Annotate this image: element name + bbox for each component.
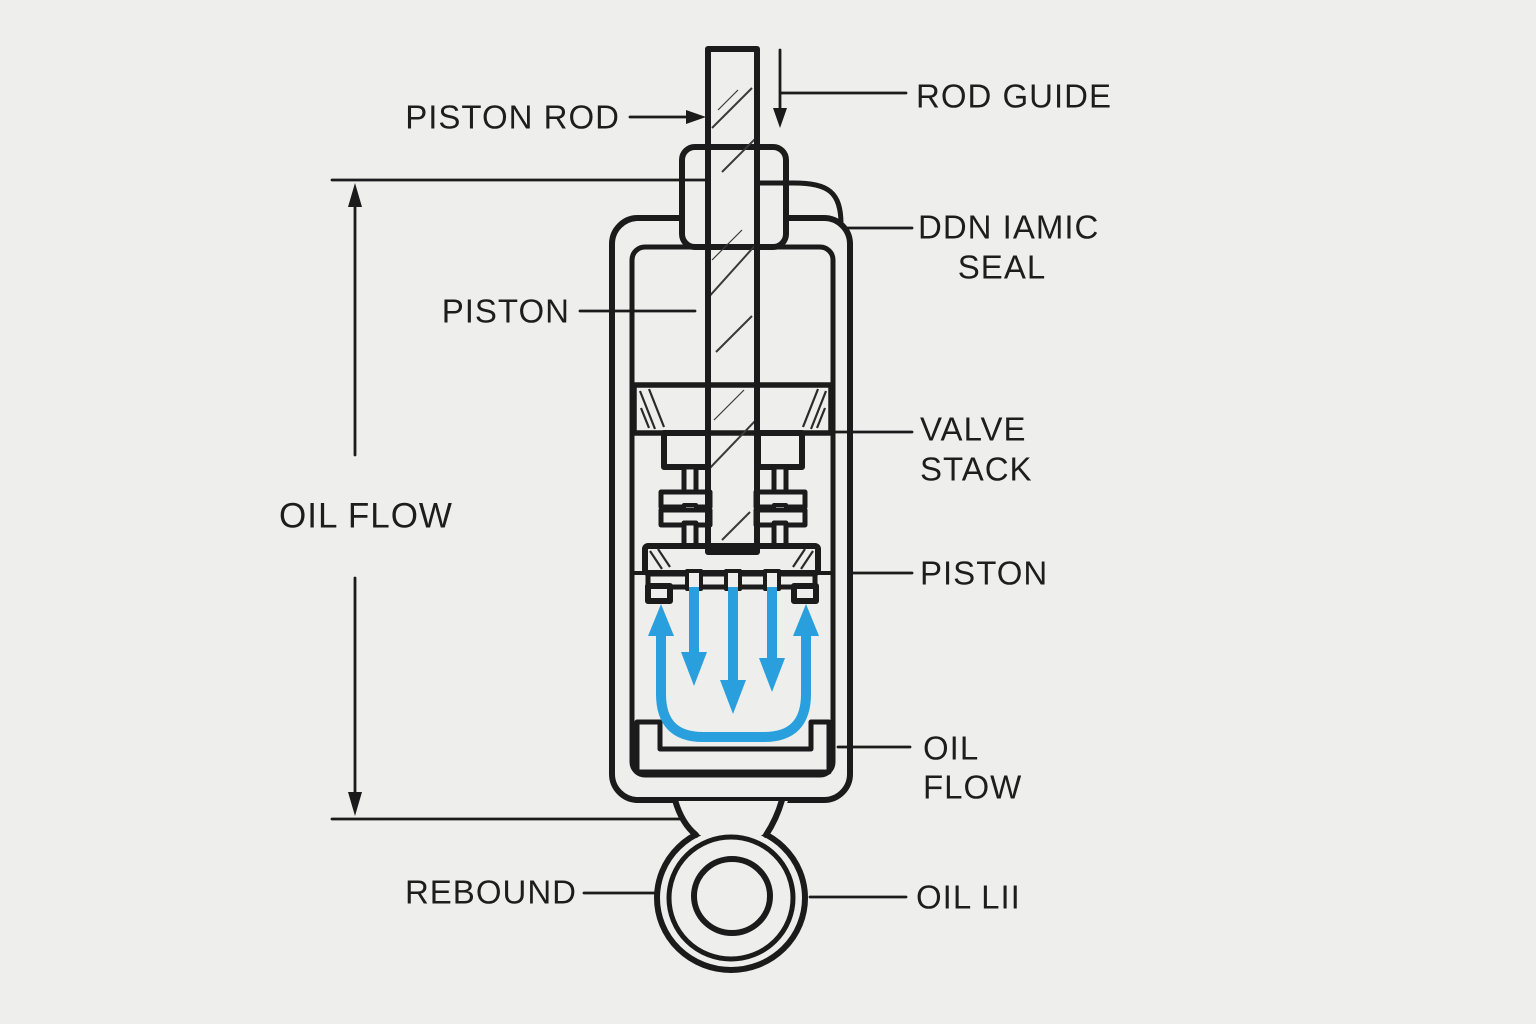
- flow-slot-1: [685, 569, 703, 591]
- oil-flow-dimension-label: OIL FLOW: [279, 497, 453, 536]
- rod-guide-arrow-icon: [773, 108, 787, 128]
- piston-plate-hatch-ticks: [649, 548, 814, 570]
- oil-flow-arrows: [648, 587, 819, 742]
- piston-rod-group: [705, 46, 760, 555]
- upper-block: [631, 382, 834, 436]
- eyelet-middle-ring: [666, 834, 796, 962]
- piston-lower-label: PISTON: [920, 555, 1048, 592]
- valve-stack-label-line1: VALVE: [920, 411, 1027, 448]
- up-arrow-right-icon: [793, 604, 819, 636]
- lower-stem-right: [771, 520, 789, 549]
- piston-rod-label: PISTON ROD: [405, 99, 620, 136]
- valve-stem-right: [771, 464, 789, 495]
- lower-stem-left: [681, 520, 699, 549]
- piston-foot-right: [791, 583, 819, 604]
- dynamic-seal-lip: [754, 180, 844, 227]
- base-valve-cup: [634, 719, 832, 775]
- down-arrow-1-shaft: [689, 587, 699, 654]
- down-arrow-3-icon: [759, 658, 785, 692]
- leader-lines: [578, 48, 914, 899]
- valve-stack-label-line2: STACK: [920, 451, 1033, 488]
- lower-piston-assembly: [632, 543, 835, 604]
- dimension-arrow-up-icon: [348, 183, 362, 207]
- rebound-label: REBOUND: [405, 874, 577, 911]
- rod-guide-label: ROD GUIDE: [916, 78, 1112, 115]
- down-arrow-2-icon: [720, 680, 746, 714]
- piston-upper-label: PISTON: [442, 293, 570, 330]
- up-arrow-left-icon: [648, 604, 674, 636]
- down-arrow-3-shaft: [767, 587, 777, 660]
- piston-rod: [705, 46, 760, 555]
- upper-guide-block: [631, 382, 834, 436]
- eyelet-neck-left-edge: [672, 797, 699, 838]
- piston-rod-arrow-icon: [686, 110, 706, 124]
- eyelet-bore: [691, 856, 773, 936]
- down-arrow-1-icon: [681, 652, 707, 686]
- eyelet-neck-right-edge: [763, 797, 785, 838]
- u-turn-flow-path: [656, 627, 811, 742]
- upper-block-hatch-ticks: [638, 388, 828, 430]
- dimension-arrow-down-icon: [348, 792, 362, 816]
- down-arrow-2-shaft: [728, 587, 738, 682]
- flow-slot-3: [763, 569, 781, 591]
- oil-mount-label: OIL LII: [916, 879, 1021, 916]
- piston-foot-left: [645, 583, 673, 604]
- rod-hatch-marks: [711, 87, 754, 541]
- eyelet-neck-fill: [674, 801, 788, 837]
- oil-flow-label-line1: OIL: [923, 730, 979, 767]
- seal-label-line1: DDN IAMIC: [918, 209, 1099, 246]
- rod-guide-cap: [679, 144, 789, 250]
- seal-label-line2: SEAL: [958, 249, 1046, 286]
- oil-flow-label-line2: FLOW: [923, 769, 1022, 806]
- rebound-eyelet: [654, 797, 808, 973]
- oil-flow-dimension: [330, 178, 708, 821]
- flow-slot-2: [724, 569, 742, 591]
- labels: PISTON ROD ROD GUIDE DDN IAMIC SEAL PIST…: [279, 78, 1112, 916]
- valve-stem-left: [681, 464, 699, 495]
